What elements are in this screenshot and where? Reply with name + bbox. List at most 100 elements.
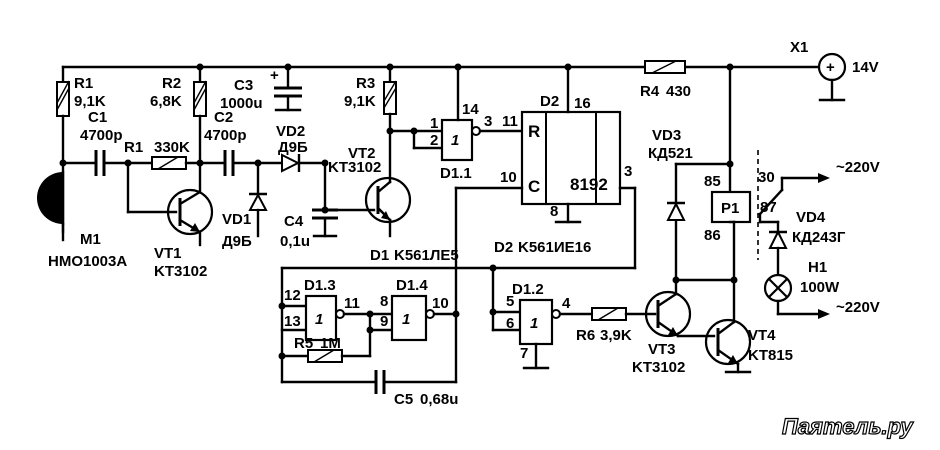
c1-value: 4700p bbox=[80, 127, 123, 144]
capacitor-c3: + C3 1000u bbox=[220, 65, 302, 112]
capacitor-c1: C1 4700p bbox=[61, 109, 132, 176]
gate-d1-3: 1 12 13 11 D1.3 bbox=[280, 266, 394, 384]
svg-text:87: 87 bbox=[760, 199, 777, 216]
svg-text:13: 13 bbox=[284, 313, 301, 330]
svg-text:1: 1 bbox=[402, 311, 410, 328]
r1-fb-value: 330K bbox=[154, 139, 190, 156]
c3-plus: + bbox=[270, 67, 279, 84]
relay-p1: P1 85 86 bbox=[704, 65, 759, 282]
m1-value: HMO1003A bbox=[48, 253, 127, 270]
gate-d1-1: 1 1 2 3 14 D1.1 bbox=[388, 65, 524, 182]
m1-ref: M1 bbox=[80, 231, 101, 248]
resistor-r5: R5 1M bbox=[280, 335, 372, 363]
vd3-ref: VD3 bbox=[652, 127, 681, 144]
gate-d1-2: 1 5 6 4 7 D1.2 bbox=[491, 266, 594, 370]
d1-4-label: D1.4 bbox=[396, 277, 428, 294]
c5-value: 0,68u bbox=[420, 391, 458, 408]
svg-text:10: 10 bbox=[500, 169, 517, 186]
diode-vd1: VD1 Д9Б bbox=[222, 161, 268, 250]
vd4-ref: VD4 bbox=[796, 209, 826, 226]
svg-text:3: 3 bbox=[484, 113, 492, 130]
resistor-r1-feedback: R1 330K bbox=[124, 139, 227, 170]
r1-top-value: 9,1K bbox=[74, 93, 106, 110]
r1-fb-ref: R1 bbox=[124, 139, 143, 156]
d2-pin-c: C bbox=[528, 177, 540, 196]
c4-value: 0,1u bbox=[280, 233, 310, 250]
transistor-vt2: VT2 KT3102 bbox=[323, 129, 412, 238]
d1-2-label: D1.2 bbox=[512, 281, 544, 298]
vd1-value: Д9Б bbox=[222, 233, 252, 250]
r3-value: 9,1K bbox=[344, 93, 376, 110]
transistor-vt4: VT4 KT815 bbox=[704, 278, 793, 374]
microphone-m1: M1 HMO1003A bbox=[37, 170, 127, 270]
vt3-ref: VT3 bbox=[648, 341, 676, 358]
svg-text:1: 1 bbox=[451, 132, 459, 149]
vd2-ref: VD2 bbox=[276, 123, 305, 140]
svg-text:+: + bbox=[826, 59, 835, 76]
d1-1-label: D1.1 bbox=[440, 165, 472, 182]
capacitor-c4: C4 0,1u bbox=[280, 161, 338, 250]
r3-ref: R3 bbox=[356, 75, 375, 92]
x1-ref: X1 bbox=[790, 39, 808, 56]
resistor-r2: R2 6,8K bbox=[150, 65, 207, 165]
svg-text:1: 1 bbox=[315, 311, 323, 328]
p1-ref: P1 bbox=[721, 200, 739, 217]
vd3-value: КД521 bbox=[648, 145, 693, 162]
r5-value: 1M bbox=[320, 335, 341, 352]
r6-value: 3,9K bbox=[600, 327, 632, 344]
r2-ref: R2 bbox=[162, 75, 181, 92]
resistor-r4: R4 430 bbox=[640, 60, 691, 100]
d1-ref: D1 bbox=[370, 247, 389, 264]
vd2-value: Д9Б bbox=[278, 139, 308, 156]
vd4-value: КД243Г bbox=[792, 229, 846, 246]
svg-text:8: 8 bbox=[380, 293, 388, 310]
diode-vd2: VD2 Д9Б bbox=[276, 123, 327, 173]
c2-ref: C2 bbox=[214, 109, 233, 126]
capacitor-c5: C5 0,68u bbox=[280, 370, 458, 408]
r4-value: 430 bbox=[666, 83, 691, 100]
svg-text:16: 16 bbox=[574, 95, 591, 112]
svg-text:85: 85 bbox=[704, 173, 721, 190]
x1-value: 14V bbox=[852, 59, 879, 76]
transistor-vt3: VT3 KT3102 bbox=[632, 278, 716, 376]
svg-text:11: 11 bbox=[344, 295, 360, 312]
watermark: Паятель.ру bbox=[782, 414, 915, 439]
mains-bottom-label: ~220V bbox=[836, 299, 880, 316]
vt4-ref: VT4 bbox=[748, 327, 776, 344]
svg-text:3: 3 bbox=[624, 163, 632, 180]
d2-value: K561ИE16 bbox=[518, 239, 591, 256]
vt2-ref: VT2 bbox=[348, 145, 376, 162]
svg-text:10: 10 bbox=[432, 295, 449, 312]
svg-text:12: 12 bbox=[284, 287, 301, 304]
h1-ref: H1 bbox=[808, 259, 827, 276]
c4-ref: C4 bbox=[284, 213, 304, 230]
mains-top-label: ~220V bbox=[836, 159, 880, 176]
mains-switch: 30 87 ~220V bbox=[758, 159, 880, 234]
d1-3-label: D1.3 bbox=[304, 277, 336, 294]
vt2-value: KT3102 bbox=[328, 159, 381, 176]
svg-text:8: 8 bbox=[550, 203, 558, 220]
d2-ref-top: D2 bbox=[540, 93, 559, 110]
d2-pin-r: R bbox=[528, 122, 540, 141]
svg-text:9: 9 bbox=[380, 313, 388, 330]
svg-text:5: 5 bbox=[506, 293, 514, 310]
resistor-r6: R6 3,9K bbox=[576, 307, 657, 344]
svg-text:6: 6 bbox=[506, 315, 514, 332]
svg-text:1: 1 bbox=[530, 315, 538, 332]
svg-text:86: 86 bbox=[704, 227, 721, 244]
svg-text:14: 14 bbox=[462, 101, 479, 118]
capacitor-c2: C2 4700p bbox=[204, 109, 284, 176]
r1-top-ref: R1 bbox=[74, 75, 93, 92]
svg-text:4: 4 bbox=[562, 295, 571, 312]
svg-text:7: 7 bbox=[520, 345, 528, 362]
vd1-ref: VD1 bbox=[222, 211, 251, 228]
lamp-h1: H1 100W ~220V bbox=[763, 259, 880, 319]
r4-ref: R4 bbox=[640, 83, 660, 100]
diode-vd4: VD4 КД243Г bbox=[768, 209, 846, 276]
resistor-r3: R3 9,1K bbox=[344, 65, 397, 133]
svg-text:11: 11 bbox=[502, 113, 518, 130]
resistor-r1-top: R1 9,1K bbox=[56, 65, 106, 234]
vt3-value: KT3102 bbox=[632, 359, 685, 376]
transistor-vt1: VT1 KT3102 bbox=[126, 161, 214, 280]
